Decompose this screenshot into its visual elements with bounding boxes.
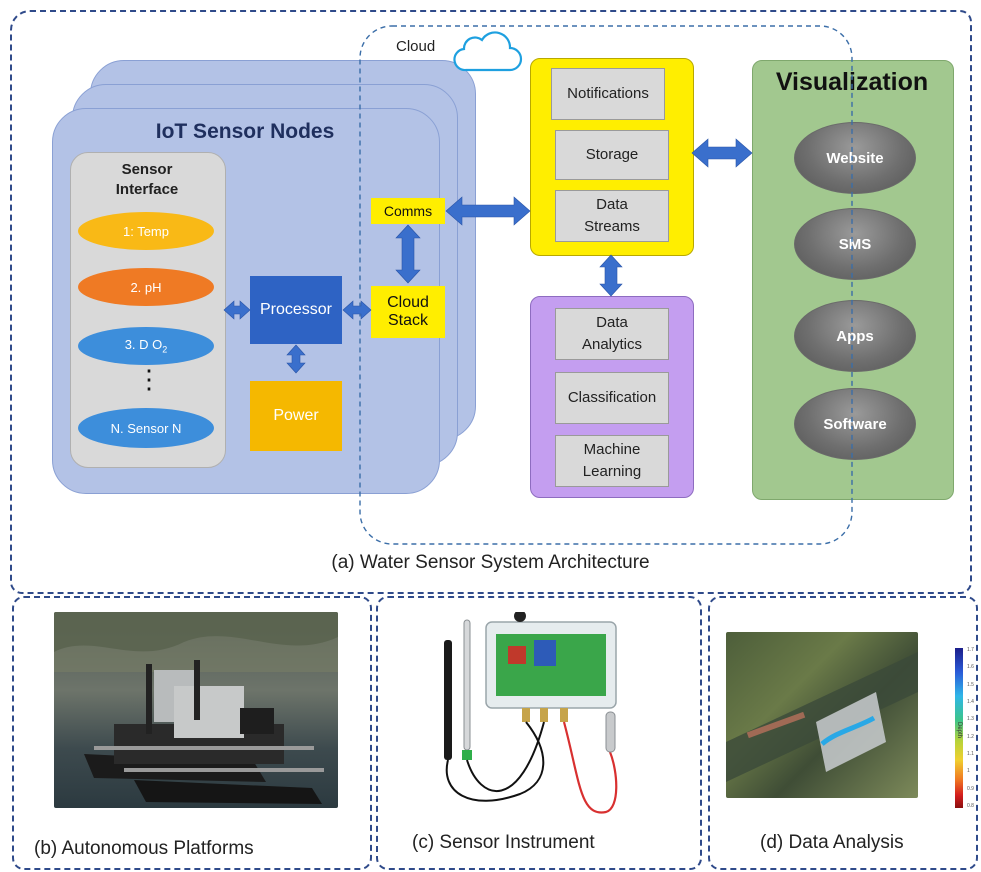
arrow-comms-cloudstack [395, 224, 421, 284]
sensor-interface-title-line2: Interface [115, 181, 179, 199]
data-streams-label-line1: Data [596, 196, 628, 214]
cloud-label: Cloud [396, 38, 436, 55]
sensor-n-label: N. Sensor N [110, 420, 182, 436]
arrow-comms-cloud [445, 196, 531, 226]
sensor-interface-title: Sensor Interface [70, 160, 224, 201]
data-streams-label-line2: Streams [584, 218, 640, 235]
panel-d-frame [708, 596, 978, 870]
data-streams-box: Data Streams [555, 190, 669, 242]
storage-box: Storage [555, 130, 669, 180]
depth-tick: 1.7 [967, 647, 974, 653]
depth-tick: 1.2 [967, 733, 974, 740]
data-analysis-map [726, 632, 918, 798]
storage-label: Storage [585, 146, 639, 164]
arrow-processor-cloudstack [342, 300, 372, 320]
depth-tick: 1 [967, 768, 970, 775]
vis-website-label: Website [826, 149, 884, 167]
power-label: Power [273, 407, 319, 424]
cloud-stack-label-line2: Stack [387, 312, 428, 329]
sensor-do2: 3. D O2 [78, 327, 214, 365]
classification-box: Classification [555, 372, 669, 424]
panel-b-frame [12, 596, 372, 870]
autonomous-platform-photo [54, 612, 338, 808]
sensor-temp-label: 1: Temp [122, 223, 169, 239]
depth-tick: 0.9 [967, 785, 974, 792]
sensor-instrument-illustration [444, 612, 618, 814]
vis-software-label: Software [823, 415, 887, 433]
panel-d-caption: (d) Data Analysis [760, 832, 904, 853]
vis-apps: Apps [794, 300, 916, 372]
depth-tick: 1.4 [967, 698, 974, 705]
arrow-sensor-processor [223, 300, 251, 320]
depth-colorbar-ticks: 1.7 1.6 1.5 1.4 1.3 1.2 1.1 1 0.9 0.8 [967, 647, 979, 809]
depth-tick: 1.5 [967, 681, 974, 688]
depth-colorbar-label: Depth [956, 722, 962, 739]
data-analytics-box: Data Analytics [555, 308, 669, 360]
vis-apps-label: Apps [836, 327, 874, 345]
processor-label: Processor [259, 301, 333, 318]
iot-title: IoT Sensor Nodes [155, 120, 335, 143]
sensor-temp: 1: Temp [78, 212, 214, 250]
classification-label: Classification [567, 389, 657, 407]
sensor-ph: 2. pH [78, 268, 214, 306]
map-overlay-illustration [726, 652, 918, 782]
depth-tick: 1.1 [967, 750, 974, 757]
boat-illustration [54, 612, 338, 804]
arrow-cloud-visualization [691, 138, 753, 168]
vis-website: Website [794, 122, 916, 194]
notifications-box: Notifications [551, 68, 665, 120]
cloud-boundary [359, 25, 853, 545]
visualization-title: Visualization [775, 68, 929, 96]
panel-c-frame [376, 596, 702, 870]
comms-label: Comms [383, 203, 433, 219]
cloud-stack-box: Cloud Stack [371, 286, 445, 338]
machine-learning-label-line2: Learning [582, 463, 642, 480]
arrow-processor-power [286, 344, 306, 374]
panel-c-caption: (c) Sensor Instrument [412, 832, 595, 853]
machine-learning-box: Machine Learning [555, 435, 669, 487]
machine-learning-label-line1: Machine [583, 441, 641, 459]
data-analytics-label-line2: Analytics [581, 336, 643, 353]
vis-sms-label: SMS [838, 235, 872, 253]
depth-tick: 0.8 [967, 802, 974, 809]
architecture-frame [10, 10, 972, 594]
sensor-interface-title-line1: Sensor [121, 161, 173, 178]
comms-box: Comms [371, 198, 445, 224]
power-box: Power [250, 381, 342, 451]
vis-sms: SMS [794, 208, 916, 280]
vis-software: Software [794, 388, 916, 460]
sensor-do2-subscript: 2 [162, 344, 168, 355]
notifications-label: Notifications [567, 85, 649, 103]
sensor-do2-label: 3. D O2 [125, 337, 168, 355]
arrow-cloud-analytics [599, 254, 623, 297]
sensor-n: N. Sensor N [78, 408, 214, 448]
architecture-caption: (a) Water Sensor System Architecture [331, 552, 650, 573]
cloud-stack-label-line1: Cloud [387, 293, 429, 311]
depth-tick: 1.3 [967, 716, 974, 723]
processor-box: Processor [250, 276, 342, 344]
depth-tick: 1.6 [967, 664, 974, 671]
sensor-do2-text: 3. D O [124, 337, 163, 353]
data-analytics-label-line1: Data [596, 314, 628, 332]
cloud-icon [453, 31, 523, 72]
sensor-ph-label: 2. pH [130, 279, 162, 295]
panel-b-caption: (b) Autonomous Platforms [34, 838, 254, 859]
depth-colorbar [955, 648, 963, 808]
